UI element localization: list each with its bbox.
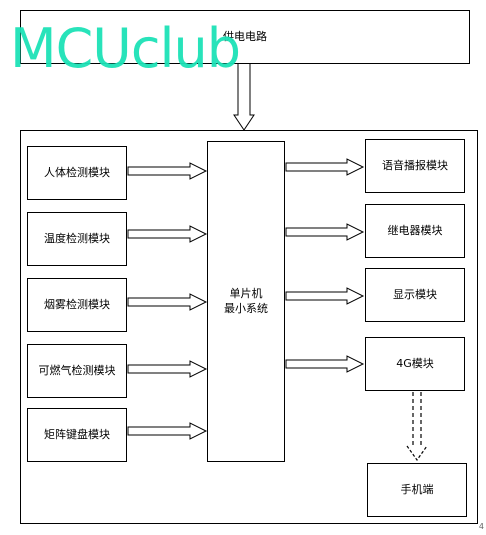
phone-terminal-box: 手机端	[367, 463, 467, 517]
input-module-label: 烟雾检测模块	[44, 297, 110, 311]
page-number-mark: 4	[478, 522, 484, 531]
output-module-label: 显示模块	[393, 287, 437, 301]
output-module-relay: 继电器模块	[365, 204, 465, 258]
output-module-display: 显示模块	[365, 268, 465, 322]
output-module-label: 语音播报模块	[382, 158, 448, 172]
output-module-4g: 4G模块	[365, 337, 465, 391]
system-frame	[20, 130, 478, 524]
input-module-label: 矩阵键盘模块	[44, 427, 110, 441]
input-module-smoke-detection: 烟雾检测模块	[27, 278, 127, 332]
mcu-label-line1: 单片机	[229, 286, 263, 300]
input-module-label: 温度检测模块	[44, 231, 110, 245]
output-module-label: 4G模块	[396, 356, 434, 370]
output-arrow-4	[285, 355, 365, 373]
output-arrow-2	[285, 223, 365, 241]
output-module-voice-broadcast: 语音播报模块	[365, 139, 465, 193]
output-arrow-1	[285, 158, 365, 176]
power-down-arrow	[233, 64, 255, 131]
mcuclub-watermark: MCUclub	[10, 17, 241, 80]
output-arrow-3	[285, 287, 365, 305]
input-module-matrix-keypad: 矩阵键盘模块	[27, 408, 127, 462]
input-arrow-2	[127, 225, 208, 243]
wireless-dashed-arrow	[406, 392, 428, 462]
phone-terminal-label: 手机端	[400, 482, 434, 496]
input-module-label: 人体检测模块	[44, 165, 110, 179]
power-circuit-box: 供电电路	[20, 10, 470, 64]
mcu-minimum-system-box: 单片机 最小系统	[207, 141, 285, 462]
input-module-label: 可燃气检测模块	[38, 363, 116, 377]
input-module-temperature-detection: 温度检测模块	[27, 212, 127, 266]
power-circuit-label: 供电电路	[223, 29, 267, 43]
output-module-label: 继电器模块	[387, 223, 443, 237]
input-arrow-3	[127, 293, 208, 311]
mcu-label-line2: 最小系统	[224, 301, 268, 315]
input-arrow-1	[127, 162, 208, 180]
input-arrow-5	[127, 422, 208, 440]
input-module-gas-detection: 可燃气检测模块	[27, 344, 127, 398]
input-arrow-4	[127, 360, 208, 378]
input-module-human-detection: 人体检测模块	[27, 146, 127, 200]
